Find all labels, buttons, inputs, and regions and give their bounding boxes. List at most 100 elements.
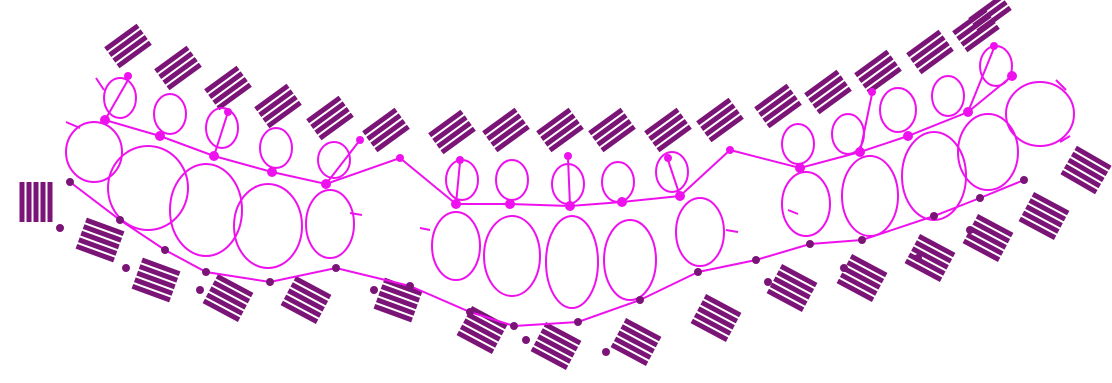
join-dot (1020, 176, 1028, 184)
ring (66, 122, 122, 182)
join-dot (868, 88, 876, 96)
join-dot (122, 264, 130, 272)
picot-group (206, 68, 251, 109)
ring (932, 76, 964, 116)
join-dot (930, 212, 938, 220)
join-dot (321, 179, 331, 189)
picot-group (484, 110, 529, 151)
ring (782, 172, 830, 236)
picot-group (132, 260, 179, 300)
join-dot (694, 268, 702, 276)
join-dot (56, 224, 64, 232)
chain-line (105, 80, 128, 120)
join-dot (451, 199, 461, 209)
join-dot (855, 147, 865, 157)
picot-group (856, 52, 901, 93)
ring (234, 184, 302, 268)
picot-group (256, 86, 301, 127)
join-dot (161, 246, 169, 254)
join-dot (396, 154, 404, 162)
join-dot (795, 163, 805, 173)
join-dot (356, 136, 364, 144)
ring (432, 212, 480, 280)
join-dot (914, 254, 922, 262)
ring (104, 78, 136, 118)
join-dot (565, 201, 575, 211)
picot-group (76, 220, 123, 260)
ring (260, 128, 292, 168)
join-dot (370, 286, 378, 294)
chain-line (568, 158, 570, 206)
picot-group (374, 280, 421, 320)
join-dot (858, 236, 866, 244)
picot-group (964, 216, 1012, 260)
join-dot (332, 264, 340, 272)
ring (496, 160, 528, 200)
picot-group (282, 278, 330, 322)
picot-group (692, 296, 740, 340)
chain-line (214, 112, 228, 156)
picot-group (590, 110, 635, 151)
ring (902, 132, 966, 220)
join-dot (764, 278, 772, 286)
picot-group (1062, 148, 1111, 192)
picot-group (364, 110, 409, 151)
picot-group (308, 98, 353, 139)
ring (546, 216, 598, 308)
picot-group (22, 182, 50, 222)
join-dot (752, 256, 760, 264)
picot-group (756, 86, 801, 127)
join-dot (617, 197, 627, 207)
join-dot (664, 154, 672, 162)
chain-line (96, 78, 104, 90)
ring (604, 220, 656, 300)
picot-group (768, 266, 816, 310)
picot-group (646, 110, 691, 151)
join-dot (522, 336, 530, 344)
join-dot (66, 178, 74, 186)
join-dot (976, 194, 984, 202)
ring (154, 94, 186, 134)
join-dot (903, 131, 913, 141)
ring (1006, 82, 1074, 146)
join-dots (56, 42, 1028, 356)
join-dot (224, 108, 232, 116)
picot-group (838, 256, 886, 300)
join-dot (990, 42, 998, 50)
ring (676, 198, 724, 266)
picot-group (1020, 194, 1068, 238)
ring (842, 156, 898, 236)
join-dot (466, 308, 474, 316)
ring (880, 88, 916, 132)
picot-group (698, 100, 743, 141)
chain-line (788, 210, 798, 214)
ring (446, 160, 478, 200)
join-dot (602, 348, 610, 356)
join-dot (267, 167, 277, 177)
join-dot (963, 107, 973, 117)
join-dot (155, 131, 165, 141)
join-dot (196, 286, 204, 294)
ring (484, 216, 540, 296)
join-dot (966, 226, 974, 234)
picot-group (106, 26, 151, 67)
chain-line (726, 230, 738, 232)
picot-group (204, 276, 252, 320)
ring (782, 124, 814, 164)
picot-group (806, 72, 851, 113)
ring (306, 190, 354, 258)
join-dot (266, 278, 274, 286)
join-dot (726, 146, 734, 154)
picot-group (906, 236, 954, 280)
join-dot (574, 318, 582, 326)
join-dot (202, 268, 210, 276)
chain-line (350, 213, 362, 215)
join-dot (406, 282, 414, 290)
chain-line (456, 162, 460, 204)
join-dot (806, 240, 814, 248)
join-dot (510, 322, 518, 330)
chain-line (105, 120, 400, 184)
join-dot (840, 264, 848, 272)
join-dot (1007, 71, 1017, 81)
